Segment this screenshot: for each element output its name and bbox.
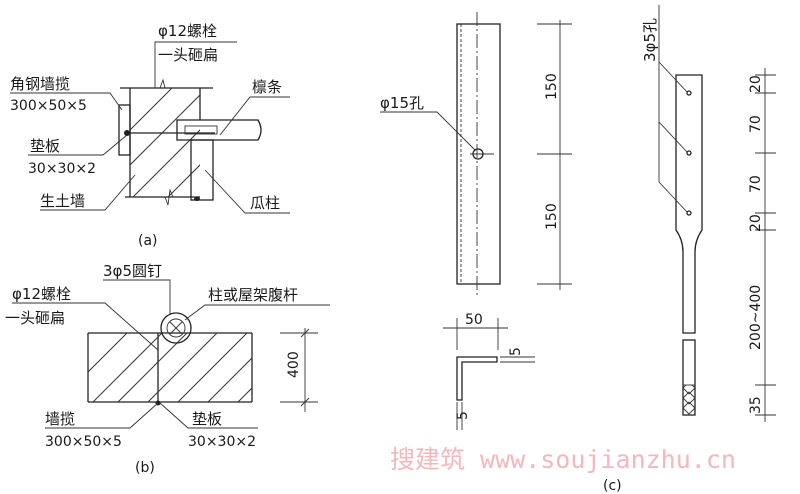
caption-c: (c): [603, 478, 622, 494]
pad-label-b: 垫板: [192, 410, 222, 428]
caption-b: (b): [135, 460, 155, 476]
strap-dimensions: 20 70 70 20 200~400 35: [748, 68, 776, 422]
member-label: 柱或屋架腹杆: [208, 286, 298, 304]
tie-label: 墙揽: [45, 410, 75, 428]
strap-holes-label: 3φ5孔: [641, 18, 659, 62]
bolt-head: [124, 130, 130, 136]
tie-size: 300×50×5: [45, 434, 122, 450]
watermark: 搜建筑 www.soujianzhu.cn: [390, 445, 736, 474]
strap-dim-6: 35: [748, 396, 764, 414]
strap-dim-1: 20: [748, 75, 764, 93]
earth-wall: [120, 78, 213, 206]
angle-steel-elevation: [456, 12, 501, 297]
strap-dim-5: 200~400: [748, 285, 764, 350]
dim-lower: 150: [544, 203, 560, 230]
thickness-h: 5: [508, 347, 524, 356]
purlin-label: 檩条: [252, 78, 282, 96]
angle-size: 300×50×5: [10, 98, 87, 114]
caption-a: (a): [138, 233, 158, 249]
bolt-label-b: φ12螺栓: [12, 285, 71, 303]
dim-upper: 150: [544, 73, 560, 100]
section-width: 50: [465, 312, 483, 328]
height-dimension: 400: [280, 328, 318, 412]
thickness-v: 5: [455, 411, 471, 420]
length-dimension: 150 150: [537, 20, 572, 290]
height-dim-text: 400: [286, 351, 302, 378]
panel-b: 400 3φ5圆钉 φ12螺栓 一头砸扁 柱或屋架腹杆 墙揽 300×50×5 …: [5, 262, 330, 476]
member-section: [160, 312, 192, 344]
strap-dim-4: 20: [748, 214, 764, 232]
pad-size-b: 30×30×2: [188, 434, 256, 450]
pad-size: 30×30×2: [28, 161, 96, 177]
angle-label: 角钢墙揽: [10, 75, 70, 93]
angle-section: 50 5 5: [443, 312, 535, 430]
panel-c: φ15孔 150 150 50 5 5: [380, 5, 776, 494]
purlin: [176, 119, 262, 141]
bolt-note: 一头砸扁: [158, 46, 218, 64]
wall-label: 生土墙: [40, 192, 85, 210]
hole-label: φ15孔: [380, 94, 424, 112]
post-label: 瓜柱: [250, 194, 280, 212]
angle-steel-tie: [118, 104, 131, 156]
strap-dim-3: 70: [748, 175, 764, 193]
nail-label: 3φ5圆钉: [103, 262, 162, 280]
bolt-note-b: 一头砸扁: [5, 309, 65, 327]
bolt-label: φ12螺栓: [158, 22, 217, 40]
wall-plan: [87, 332, 253, 403]
strap-dim-2: 70: [748, 115, 764, 133]
panel-a: φ12螺栓 一头砸扁 角钢墙揽 300×50×5 垫板 30×30×2 生土墙 …: [10, 22, 290, 249]
short-post: [190, 139, 214, 201]
pad-label: 垫板: [30, 137, 60, 155]
flat-strap: [675, 74, 703, 416]
